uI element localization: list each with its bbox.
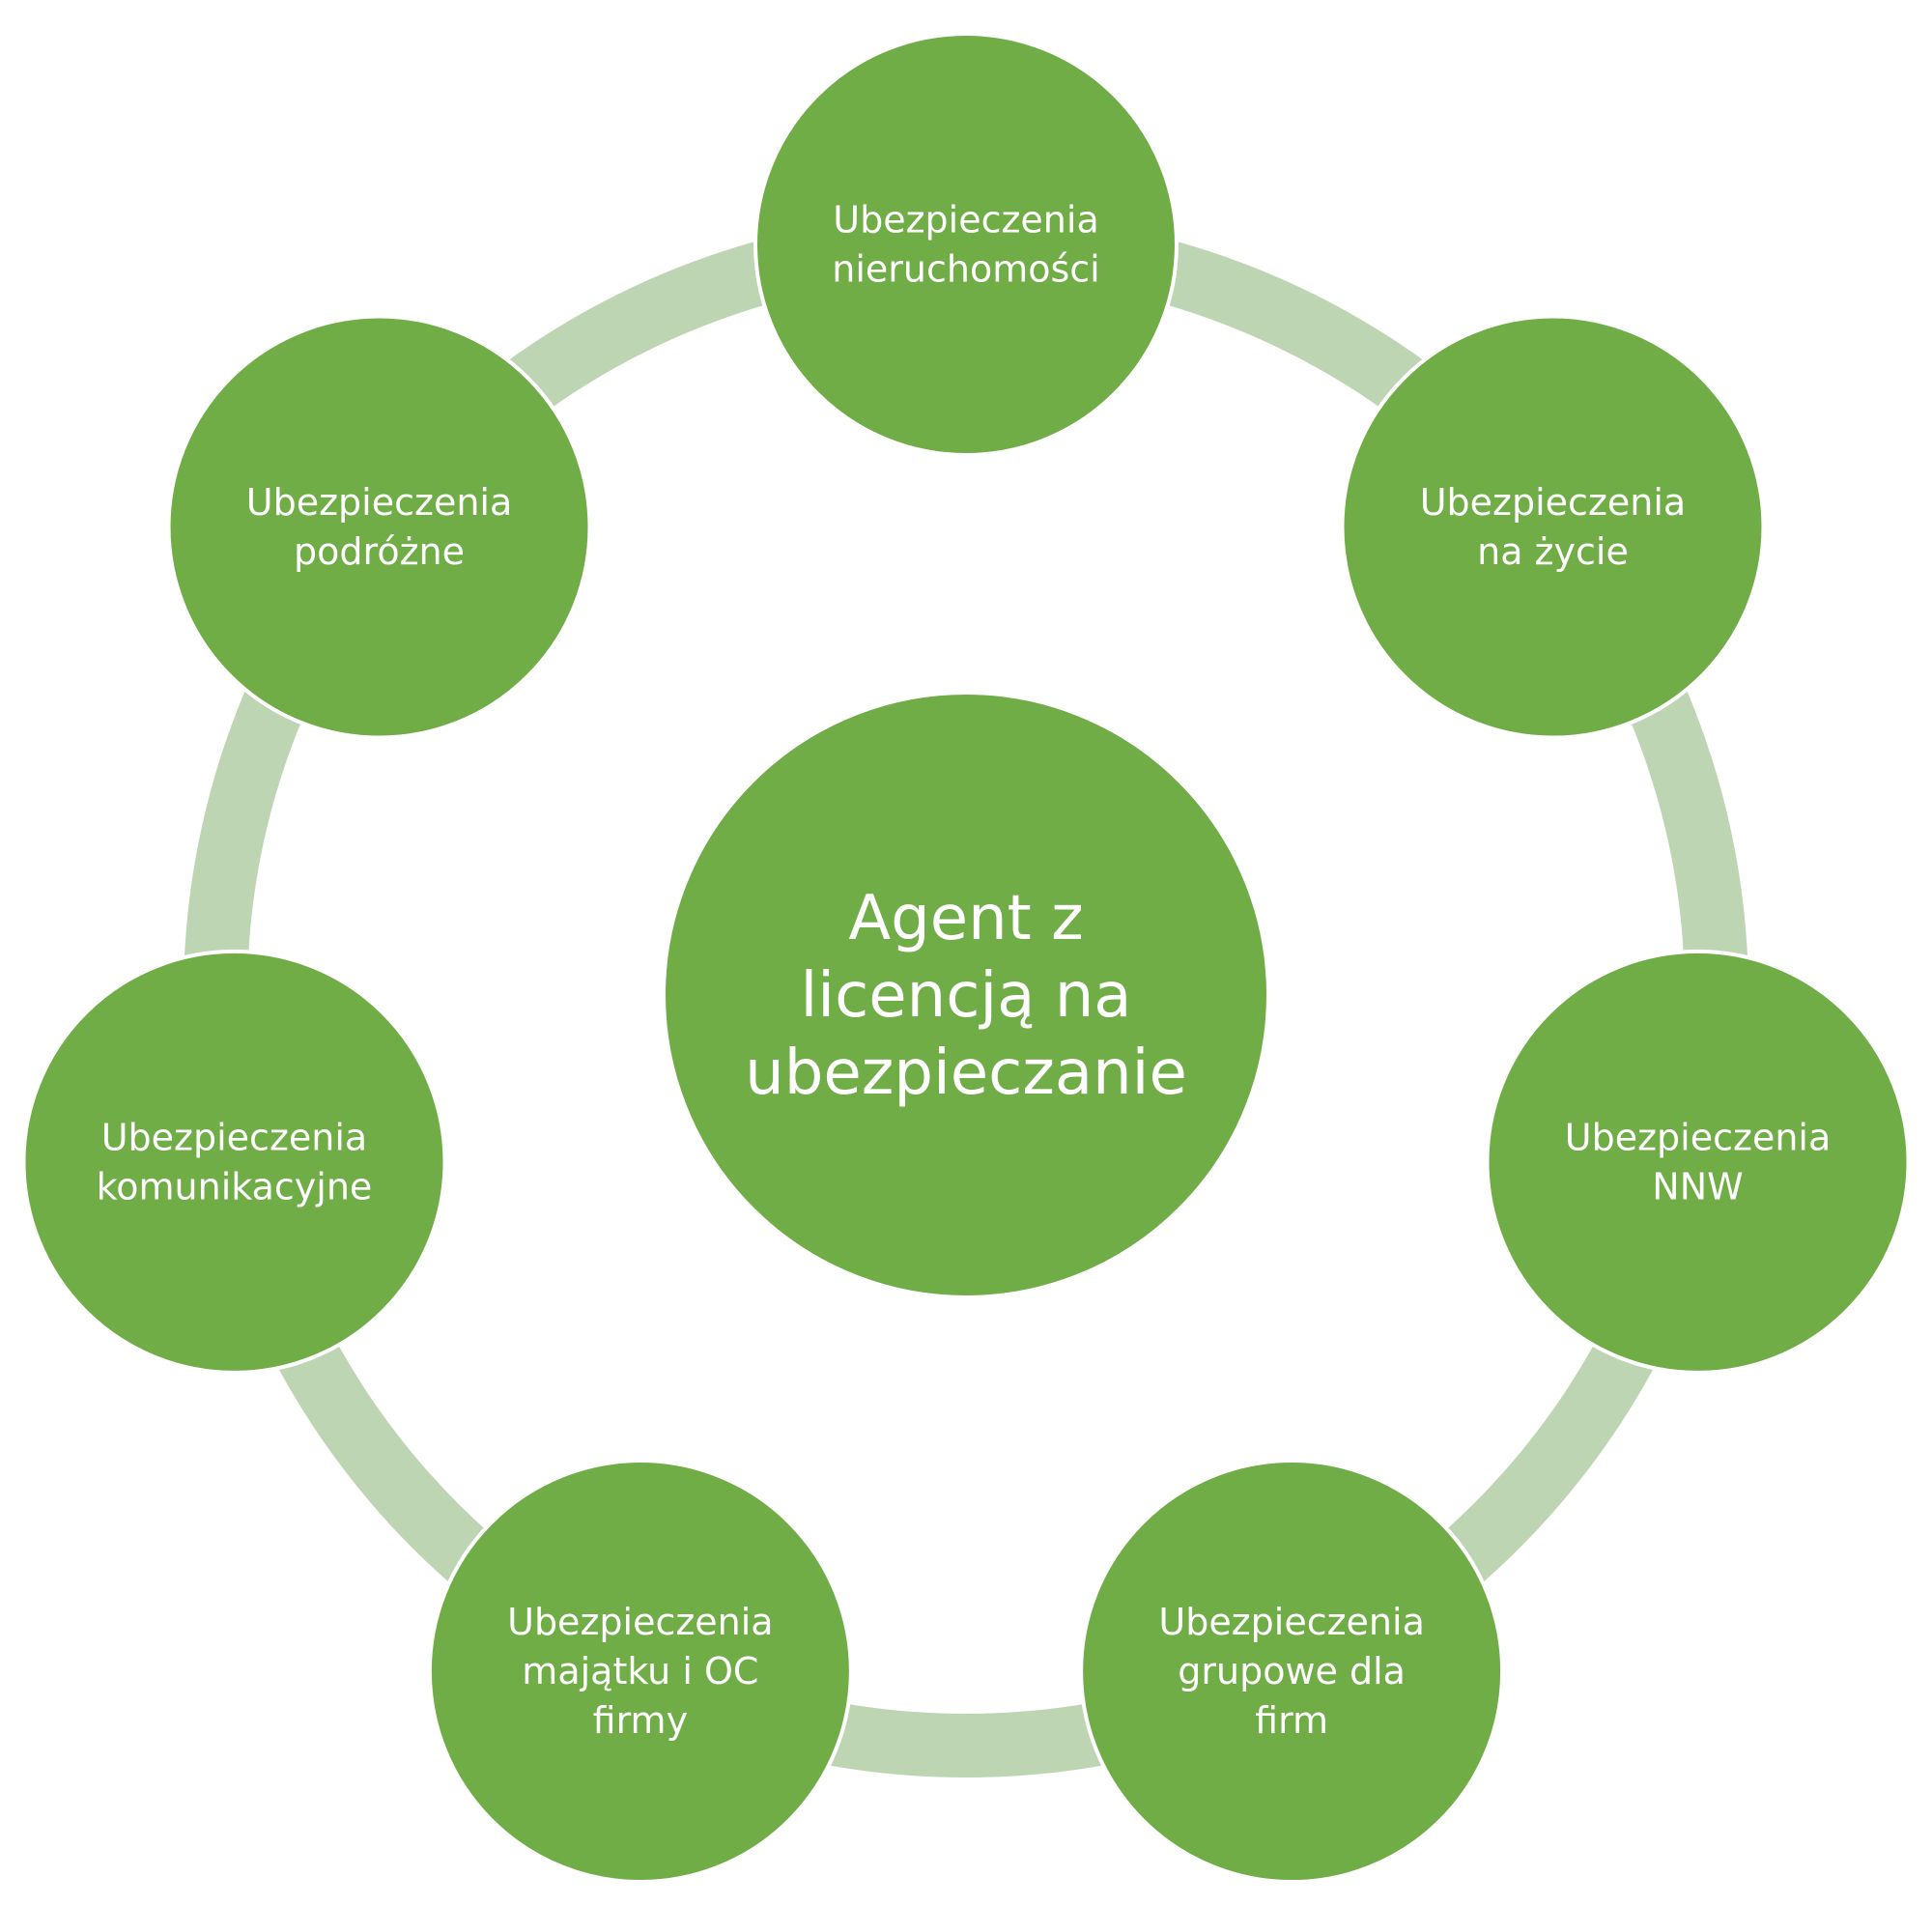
- node-label-line: NNW: [1652, 1165, 1743, 1208]
- node-label-podrozne: Ubezpieczenia podróżne: [246, 481, 512, 573]
- node-label-line: nieruchomości: [832, 248, 1099, 291]
- node-label-line: Ubezpieczenia: [246, 481, 512, 524]
- node-label-na-zycie: Ubezpieczenia na życie: [1420, 481, 1686, 573]
- node-label-line: Ubezpieczenia: [1158, 1601, 1424, 1643]
- node-circle-na-zycie: [1340, 314, 1766, 740]
- node-komunikacyjne: Ubezpieczenia komunikacyjne: [21, 949, 447, 1375]
- node-circle-majatku: [427, 1459, 853, 1885]
- node-label-line: komunikacyjne: [97, 1165, 373, 1208]
- node-label-line: Ubezpieczenia: [1420, 481, 1686, 524]
- node-circle-nieruchomosci: [753, 32, 1179, 457]
- node-label-line: Ubezpieczenia: [1565, 1116, 1831, 1158]
- node-label-grupowe: Ubezpieczenia grupowe dla firm: [1158, 1601, 1424, 1742]
- node-label-line: majątku i OC: [522, 1650, 758, 1692]
- center-node-circle: [662, 691, 1270, 1299]
- node-label-majatku: Ubezpieczenia majątku i OC firmy: [507, 1601, 773, 1742]
- node-na-zycie: Ubezpieczenia na życie: [1340, 314, 1766, 740]
- node-label-line: Ubezpieczenia: [507, 1601, 773, 1643]
- center-label-line: licencją na: [801, 960, 1132, 1032]
- node-circle-komunikacyjne: [21, 949, 447, 1375]
- node-label-line: firmy: [593, 1699, 688, 1742]
- node-label-line: podróżne: [294, 530, 465, 573]
- node-label-line: firm: [1255, 1699, 1328, 1742]
- node-nieruchomosci: Ubezpieczenia nieruchomości: [753, 32, 1179, 457]
- center-label-line: Agent z: [848, 883, 1083, 954]
- node-label-komunikacyjne: Ubezpieczenia komunikacyjne: [97, 1116, 373, 1208]
- node-grupowe: Ubezpieczenia grupowe dla firm: [1079, 1459, 1505, 1885]
- node-podrozne: Ubezpieczenia podróżne: [166, 314, 592, 740]
- node-circle-podrozne: [166, 314, 592, 740]
- node-label-line: grupowe dla: [1178, 1650, 1406, 1692]
- node-label-line: Ubezpieczenia: [101, 1116, 367, 1158]
- node-label-nieruchomosci: Ubezpieczenia nieruchomości: [832, 199, 1099, 291]
- center-label-line: ubezpieczanie: [745, 1038, 1187, 1109]
- node-majatku: Ubezpieczenia majątku i OC firmy: [427, 1459, 853, 1885]
- node-circle-nnw: [1485, 949, 1911, 1375]
- node-label-line: Ubezpieczenia: [833, 199, 1098, 242]
- node-circle-grupowe: [1079, 1459, 1505, 1885]
- node-label-line: na życie: [1477, 530, 1629, 573]
